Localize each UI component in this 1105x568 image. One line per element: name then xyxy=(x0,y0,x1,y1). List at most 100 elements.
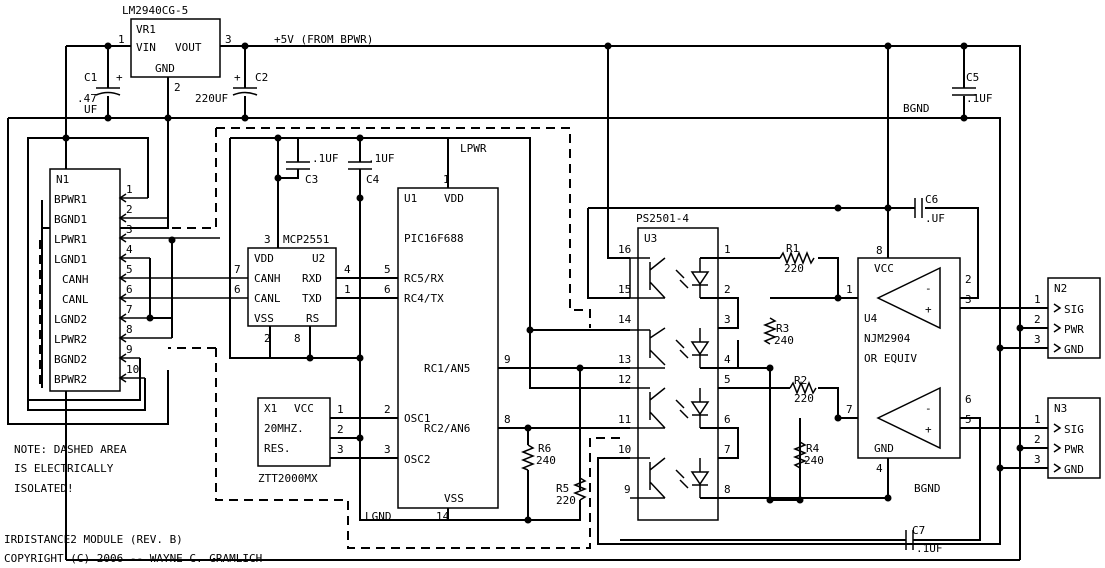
u3-pin-num: 14 xyxy=(618,313,632,326)
u3-pin-num: 8 xyxy=(724,483,731,496)
u1-pin5-num: 5 xyxy=(384,263,391,276)
u3-ref: U3 xyxy=(644,232,657,245)
u1-pin14-num: 14 xyxy=(436,510,450,523)
u4-pin1-num: 1 xyxy=(846,283,853,296)
c5-value: .1UF xyxy=(966,92,993,105)
junction-dots xyxy=(62,42,1024,524)
transceiver-u2: 3 MCP2551 VDD U2 CANH RXD CANL TXD VSS R… xyxy=(234,233,351,345)
u2-vss: VSS xyxy=(254,312,274,325)
r5-value: 220 xyxy=(556,494,576,507)
n1-loop-wiring xyxy=(27,137,173,411)
n1-pin-num: 4 xyxy=(126,243,133,256)
u4-pin6-num: 6 xyxy=(965,393,972,406)
n2-ref: N2 xyxy=(1054,282,1067,295)
u3-pin-numbers-left: 16 15 14 13 12 11 10 9 xyxy=(618,243,632,496)
resistor-r3: R3 240 xyxy=(762,317,794,347)
r1-ref: R1 xyxy=(786,242,799,255)
connector-n1: N1 BPWR1 BGND1 LPWR1 LGND1 CANH CANL LGN… xyxy=(49,168,248,392)
u2-canl: CANL xyxy=(254,292,281,305)
resonator-x1: X1 VCC 20MHZ. RES. ZTT2000MX 1 2 3 xyxy=(257,397,398,485)
lgnd-label: LGND xyxy=(365,510,392,523)
n1-ref: N1 xyxy=(56,173,69,186)
u3-leds xyxy=(675,258,710,498)
u3-pin-num: 10 xyxy=(618,443,631,456)
n3-ref: N3 xyxy=(1054,402,1067,415)
r6-ref: R6 xyxy=(538,442,551,455)
u3-pin-num: 12 xyxy=(618,373,631,386)
regulator-pin2-num: 2 xyxy=(174,81,181,94)
u2-pin6-num: 6 xyxy=(234,283,241,296)
u4-gnd: GND xyxy=(874,442,894,455)
u1-osc1: OSC1 xyxy=(404,412,431,425)
u3-pin-num: 13 xyxy=(618,353,631,366)
x1-freq: 20MHZ. xyxy=(264,422,304,435)
c2-value: 220UF xyxy=(195,92,228,105)
n1-pin-num: 6 xyxy=(126,283,133,296)
n1-pin-name: BPWR1 xyxy=(54,193,87,206)
r2-ref: R2 xyxy=(794,374,807,387)
u1-rc1: RC1/AN5 xyxy=(424,362,470,375)
u4-plus-b: + xyxy=(925,423,932,436)
u4-part: NJM2904 xyxy=(864,332,911,345)
n1-pin-num: 10 xyxy=(126,363,139,376)
u1-rc2: RC2/AN6 xyxy=(424,422,470,435)
n1-pin-name: LGND2 xyxy=(54,313,87,326)
regulator-pin3-num: 3 xyxy=(225,33,232,46)
capacitor-c4: C4 .1UF xyxy=(348,138,528,521)
regulator-pin-vout: VOUT xyxy=(175,41,202,54)
u3-pin-num: 4 xyxy=(724,353,731,366)
n1-pin-name: LPWR2 xyxy=(54,333,87,346)
resistor-r2: R2 220 xyxy=(789,374,817,405)
n1-pin-name: BPWR2 xyxy=(54,373,87,386)
n2-pin-num: 3 xyxy=(1034,333,1041,346)
c6-ref: C6 xyxy=(925,193,938,206)
n1-pin-labels: BPWR1 BGND1 LPWR1 LGND1 CANH CANL LGND2 … xyxy=(54,193,89,386)
u4-plus-a: + xyxy=(925,303,932,316)
c2-plus: + xyxy=(234,71,241,84)
c4-value: .1UF xyxy=(368,152,395,165)
c6-value: .UF xyxy=(925,212,945,225)
u4-minus-a: - xyxy=(925,282,932,295)
microcontroller-u1: 1 U1 VDD PIC16F688 RC5/RX RC4/TX RC1/AN5… xyxy=(384,173,511,523)
r2-value: 220 xyxy=(794,392,814,405)
regulator-vr1: LM2940CG-5 VR1 VIN VOUT GND 1 2 3 xyxy=(118,4,232,94)
n3-pin-num: 3 xyxy=(1034,453,1041,466)
u3-pin-num: 3 xyxy=(724,313,731,326)
u4-minus-b: - xyxy=(925,402,932,415)
title-block: IRDISTANCE2 MODULE (REV. B) COPYRIGHT (C… xyxy=(4,533,262,565)
c3-ref: C3 xyxy=(305,173,318,186)
n1-pin-name: BGND1 xyxy=(54,213,87,226)
u4-pin2-num: 2 xyxy=(965,273,972,286)
u3-pin-num: 9 xyxy=(624,483,631,496)
c7-value: .1UF xyxy=(916,542,943,555)
n2-pin-num: 1 xyxy=(1034,293,1041,306)
x1-pin1-num: 1 xyxy=(337,403,344,416)
capacitor-c7: C7 .1UF xyxy=(620,417,981,555)
u1-pin3-num: 3 xyxy=(384,443,391,456)
r3-ref: R3 xyxy=(776,322,789,335)
x1-vcc: VCC xyxy=(294,402,314,415)
n2-pin-name: SIG xyxy=(1064,303,1084,316)
u2-pin8-num: 8 xyxy=(294,332,301,345)
resistor-r1: R1 220 xyxy=(779,242,815,275)
u3-wiring xyxy=(587,46,979,501)
u4-pin4-num: 4 xyxy=(876,462,883,475)
note-line-3: ISOLATED! xyxy=(14,482,74,495)
regulator-pin-vin: VIN xyxy=(136,41,156,54)
u3-part: PS2501-4 xyxy=(636,212,689,225)
u4-pin3-num: 3 xyxy=(965,293,972,306)
title-line-1: IRDISTANCE2 MODULE (REV. B) xyxy=(4,533,183,546)
n2-pin-num: 2 xyxy=(1034,313,1041,326)
n1-pin-arrows xyxy=(118,193,248,383)
u2-vdd: VDD xyxy=(254,252,274,265)
u1-vdd: VDD xyxy=(444,192,464,205)
u3-pin-numbers-right: 1 2 3 4 5 6 7 8 xyxy=(724,243,731,496)
n1-pin-num: 1 xyxy=(126,183,133,196)
u2-pin7-num: 7 xyxy=(234,263,241,276)
c1-value-b: UF xyxy=(84,103,97,116)
u2-ref: U2 xyxy=(312,252,325,265)
x1-pin2-num: 2 xyxy=(337,423,344,436)
note-line-2: IS ELECTRICALLY xyxy=(14,462,114,475)
u2-pin3-num: 3 xyxy=(264,233,271,246)
